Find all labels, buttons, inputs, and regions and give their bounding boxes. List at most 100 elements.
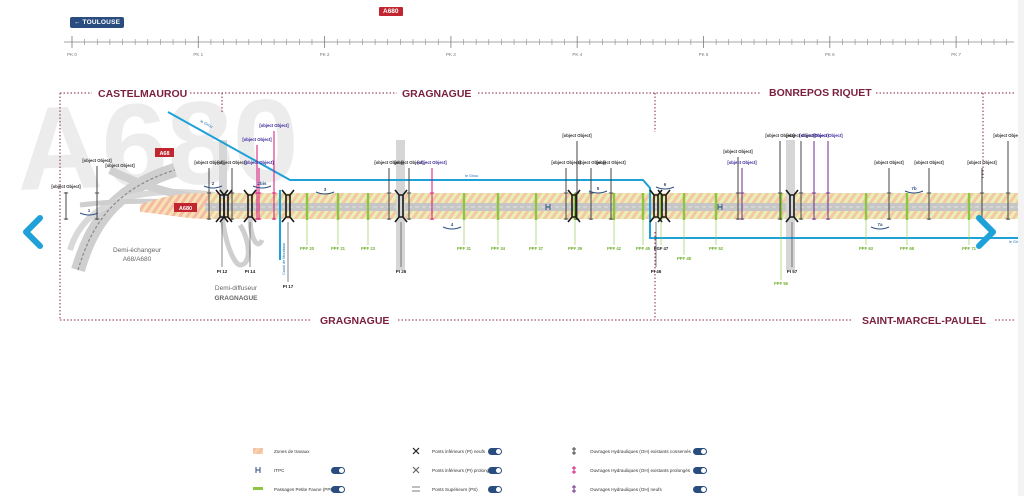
ppf-label: PPF 68 [900,246,915,251]
legend-item-ps: Ponts Supérieurs (PS) [410,484,478,494]
ppf-label: PPF 42 [607,246,622,251]
diffuseur-ramps [219,214,265,268]
oh-label: [object Object] [596,160,626,165]
oh-kept-icon [568,447,580,455]
ppf-label: PPF 45 [636,246,651,251]
zone-bubble-arc [655,186,675,190]
ppf-label: PPF 56 [774,281,789,286]
zone-bubble-label: 7a [877,222,883,227]
oh-extended-icon [568,466,580,474]
legend-label-itpc: ITPC [274,467,285,473]
pi-shape [785,189,799,223]
pi-label: PI 14 [245,269,256,274]
zone-bubble-arc [252,185,272,189]
pi-underpass [243,189,257,267]
legend-item-pi-prolonges: Ponts inférieurs (PI) prolongés [410,465,494,475]
chevron-right-icon[interactable] [973,214,999,250]
zone-bubble-arc [442,226,462,230]
legend-label-pi-neufs: Ponts inférieurs (PI) neufs [432,448,486,454]
chevron-left-icon[interactable] [20,214,46,250]
pi-underpass-extra [567,189,581,223]
zone-bubble-label: 6 [664,182,667,187]
pi-label: PI 57 [787,269,798,274]
toggle-itpc[interactable] [331,467,345,474]
pi-underpass [785,189,799,267]
legend-item-ppf: Passages Petite Faune (PPF) [252,484,335,494]
toggle-oh-conserves[interactable] [693,448,707,455]
zone-bubble-arc [79,212,99,216]
a680-header-badge: A680 [379,7,403,16]
legend-item-zones: Zones de travaux [252,446,310,456]
pi-underpass [649,189,663,267]
stream-label-girou-1: le Girou [200,119,214,129]
pk-label: PK 1 [193,52,203,57]
legend-item-itpc: ITPC [252,465,284,475]
ppf-bar [682,193,686,220]
zone-bubble-label: 2 [212,181,215,186]
oh-label: [object Object] [51,184,81,189]
toggle-ppf[interactable] [331,486,345,493]
oh-label: [object Object] [914,160,944,165]
toggle-ps[interactable] [488,486,502,493]
svg-text:A680: A680 [179,206,192,212]
ppf-bar [864,193,868,220]
ppf-label: PPF 39 [568,246,583,251]
oh-label: [object Object] [244,160,274,165]
oh-label: [object Object] [786,133,816,138]
pi-underpass [281,189,295,282]
toulouse-button[interactable]: ← TOULOUSE [70,17,124,28]
pi-label: PI 46 [651,269,662,274]
oh-label: [object Object] [576,160,606,165]
ppf-bar [714,193,718,220]
oh-label: [object Object] [82,158,112,163]
ppf-label: PPF 23 [361,246,376,251]
pi-label: PI 26 [396,269,407,274]
oh-label: [object Object] [874,160,904,165]
pi-extended-icon [410,466,422,474]
ppf-bar [967,193,971,220]
scrollbar-track[interactable] [1018,0,1024,496]
oh-label: [object Object] [993,133,1023,138]
ppf-label: PPF 37 [529,246,544,251]
toggle-pi-prolonges[interactable] [488,467,502,474]
ppf-bar [336,193,340,220]
ppf-bar [496,193,500,220]
echangeur-line-1: Demi-échangeur [113,247,162,254]
oh-label: [object Object] [967,160,997,165]
structures-layer [63,131,1011,282]
zone-bubble-arc [203,185,223,189]
itpc-marker [545,204,551,210]
oh-label: [object Object] [394,160,424,165]
ppf-bar [534,193,538,220]
ppf-bar [366,193,370,220]
pk-label: PK 7 [951,52,961,57]
pi-underpass [394,189,408,267]
toggle-oh-neufs[interactable] [693,486,707,493]
zone-bubble-arc [315,191,335,195]
oh-label: [object Object] [727,160,757,165]
toggle-pi-neufs[interactable] [488,448,502,455]
stream-label-girou-2: le Girou [465,174,478,178]
ppf-label: PPF 20 [300,246,315,251]
ppf-bar [305,193,309,220]
legend-label-pi-prolonges: Ponts inférieurs (PI) prolongés [432,467,495,473]
ps-icon [410,485,422,493]
ppf-label: PPF 71 [962,246,977,251]
svg-text:A68: A68 [159,151,169,157]
legend-item-pi-neufs: Ponts inférieurs (PI) neufs [410,446,485,456]
pk-label: PK 4 [572,52,582,57]
pi-shape [649,189,663,223]
oh-label: [object Object] [374,160,404,165]
pk-label: PK 5 [699,52,709,57]
oh-label: [object Object] [813,133,843,138]
commune-saint-marcel-paulel: SAINT-MARCEL-PAULEL [862,315,987,327]
ppf-bar [573,193,577,220]
oh-new-icon [568,485,580,493]
pi-underpass-extra [657,189,671,223]
pi-shape [394,189,408,223]
toggle-oh-prolonges[interactable] [693,467,707,474]
legend: Zones de travaux ITPC Passages Petite Fa… [0,440,1024,496]
zone-bubble-label: 7b [911,186,917,191]
oh-label: [object Object] [105,163,135,168]
